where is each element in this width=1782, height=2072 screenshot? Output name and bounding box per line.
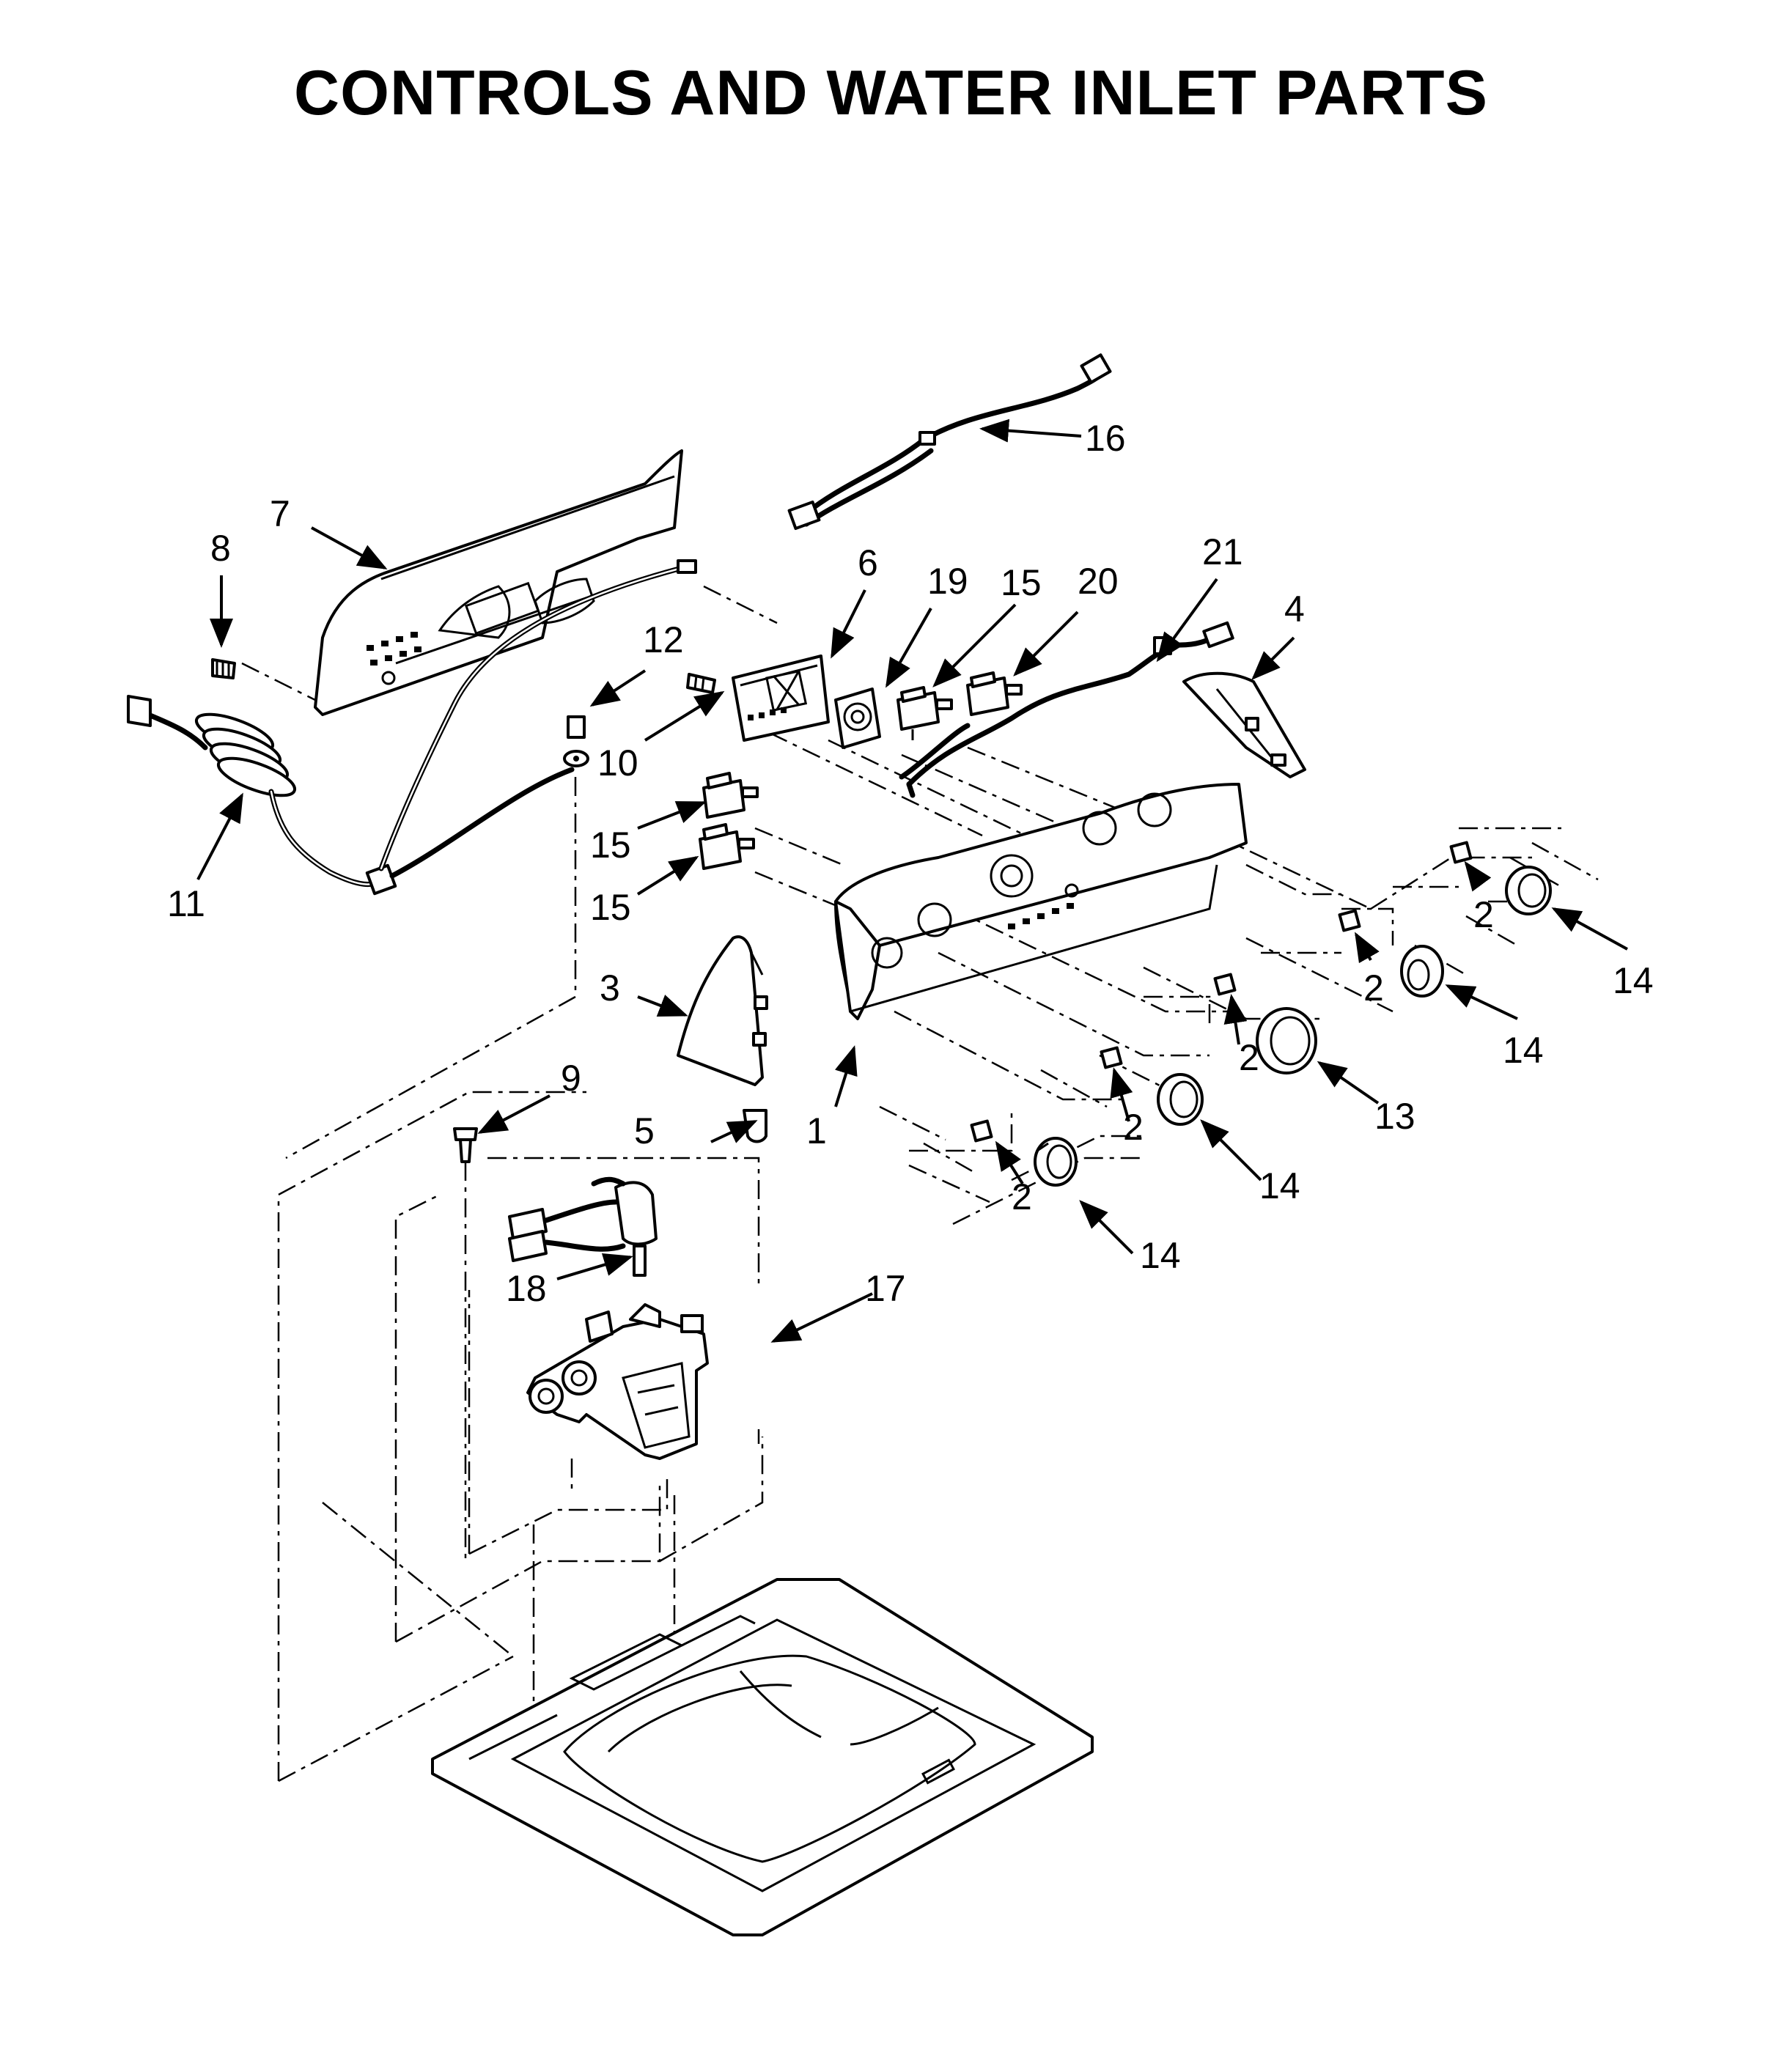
callout-15-bottom: 15 <box>590 887 631 928</box>
callout-14-d: 14 <box>1613 960 1654 1001</box>
callout-12: 12 <box>643 619 684 660</box>
callout-15-top: 15 <box>1001 562 1042 603</box>
callout-14-a: 14 <box>1140 1235 1181 1276</box>
cord-coil <box>194 712 297 797</box>
console-end-cap-left <box>677 935 768 1086</box>
inlet-hose-assembly-18 <box>508 1176 658 1277</box>
knob-13 <box>1256 1007 1317 1074</box>
power-cord <box>127 559 697 896</box>
callout-labels: 16 7 8 12 10 6 19 15 20 21 4 15 15 11 3 … <box>167 418 1654 1309</box>
callout-17: 17 <box>865 1268 906 1309</box>
control-console <box>834 783 1248 1020</box>
callout-15-middle: 15 <box>590 825 631 866</box>
coupler-2-d <box>1338 909 1361 932</box>
washer-top-cabinet <box>431 1578 1094 1936</box>
coupler-2-c <box>1213 973 1237 996</box>
callout-14-b: 14 <box>1259 1165 1300 1206</box>
console-indicator-leds <box>1008 903 1074 929</box>
switch-15-middle <box>702 772 759 819</box>
water-inlet-valve <box>526 1303 709 1460</box>
callout-9: 9 <box>561 1058 581 1099</box>
screw-10 <box>686 673 716 694</box>
cord-grommet <box>563 715 589 767</box>
knob-14-lower-mid <box>1157 1073 1204 1126</box>
callout-8: 8 <box>210 528 231 569</box>
coupler-2-b <box>1100 1046 1123 1069</box>
callout-18: 18 <box>506 1268 547 1309</box>
switch-15-bottom <box>699 823 755 870</box>
screw-8 <box>211 658 236 679</box>
callout-19: 19 <box>927 561 968 602</box>
page-title: CONTROLS AND WATER INLET PARTS <box>294 58 1488 128</box>
console-end-cap-right <box>1182 671 1306 778</box>
callout-14-c: 14 <box>1503 1030 1544 1071</box>
callout-2-d: 2 <box>1363 967 1384 1009</box>
callout-2-a: 2 <box>1012 1176 1032 1217</box>
callout-2-b: 2 <box>1123 1107 1144 1148</box>
callout-20: 20 <box>1078 561 1119 602</box>
coupler-2-a <box>970 1119 993 1143</box>
callout-leader-lines <box>196 419 1628 1343</box>
knob-14-top <box>1505 866 1552 915</box>
callout-6: 6 <box>858 542 878 583</box>
panel-vent-holes <box>367 632 421 666</box>
callout-1: 1 <box>806 1110 827 1151</box>
callout-3: 3 <box>600 967 620 1009</box>
encoder-19 <box>834 687 881 749</box>
callout-4: 4 <box>1284 589 1305 630</box>
screw-9 <box>453 1127 478 1163</box>
callout-5: 5 <box>634 1110 655 1151</box>
switch-15-top <box>896 686 953 740</box>
callout-2-c: 2 <box>1239 1037 1259 1078</box>
knob-14-upper-mid <box>1400 945 1444 998</box>
wire-harness-16 <box>787 353 1112 531</box>
coupler-2-e <box>1449 841 1473 864</box>
callout-16: 16 <box>1085 418 1126 459</box>
electronic-control-board <box>732 655 830 742</box>
callout-10: 10 <box>597 742 638 784</box>
callout-2-e: 2 <box>1473 894 1494 935</box>
callout-21: 21 <box>1202 531 1243 572</box>
callout-11: 11 <box>167 883 205 924</box>
knob-14-bottom <box>1034 1137 1078 1187</box>
switch-20 <box>966 671 1023 716</box>
callout-13: 13 <box>1374 1096 1415 1137</box>
callout-7: 7 <box>270 493 290 534</box>
